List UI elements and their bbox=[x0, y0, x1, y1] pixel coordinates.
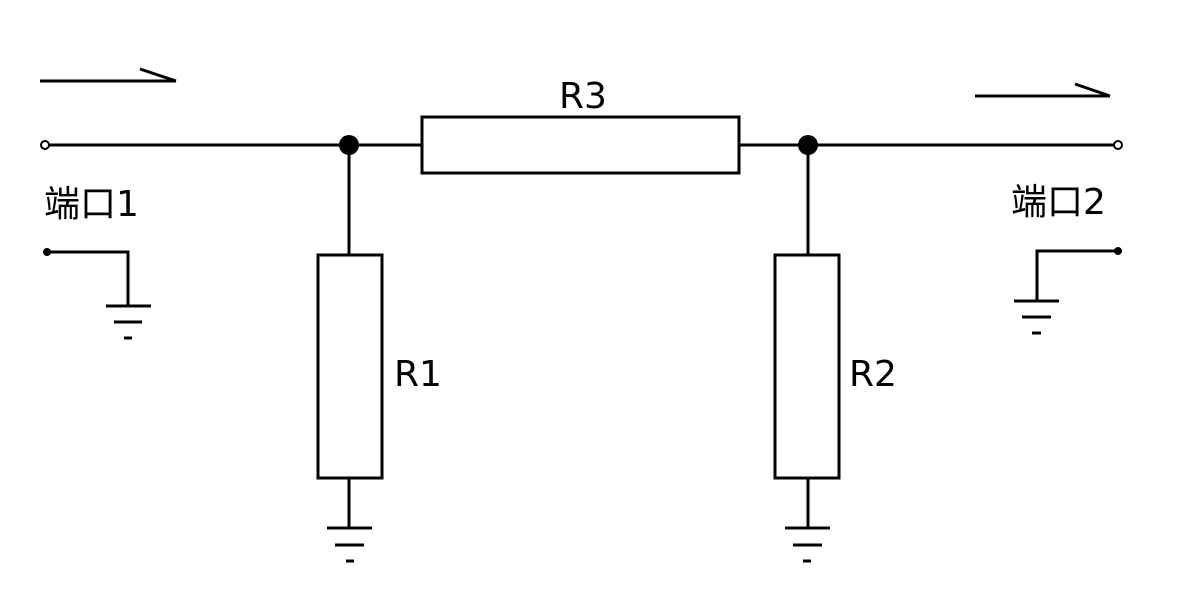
port1-direction-arrow bbox=[40, 67, 177, 83]
resistor-r2 bbox=[773, 253, 841, 480]
resistor-r3 bbox=[420, 115, 741, 175]
r2-ground-symbol-icon bbox=[785, 526, 830, 563]
resistor-r1-label: R1 bbox=[394, 354, 442, 395]
port2-label: 端口2 bbox=[1011, 182, 1106, 223]
port2-ground-symbol-icon bbox=[1014, 299, 1059, 335]
port2-direction-arrow bbox=[975, 82, 1111, 98]
port2-signal-terminal bbox=[1113, 140, 1123, 150]
r1-ground-symbol-icon bbox=[327, 526, 372, 563]
port1-ground-wire bbox=[45, 250, 130, 308]
port1-signal-terminal bbox=[40, 140, 50, 150]
port1-ground-symbol-icon bbox=[106, 304, 151, 340]
resistor-r2-label: R2 bbox=[849, 354, 897, 395]
port2-ground-wire bbox=[1035, 249, 1120, 303]
resistor-r3-label: R3 bbox=[559, 76, 607, 117]
resistor-r1 bbox=[316, 253, 384, 480]
port1-label: 端口1 bbox=[44, 184, 139, 225]
